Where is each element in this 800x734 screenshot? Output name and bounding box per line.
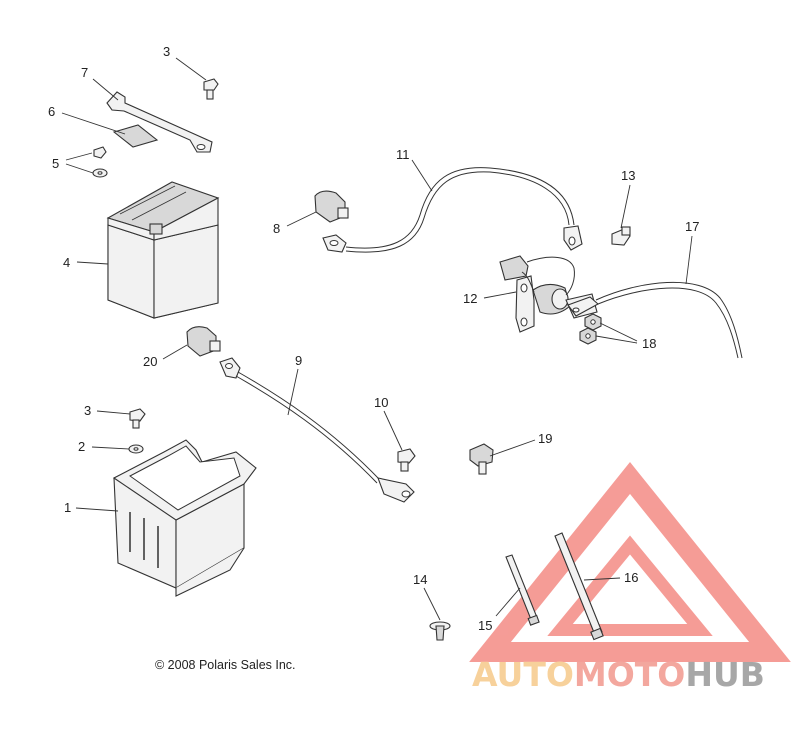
callout-15: 15 (478, 618, 492, 633)
bolt-lower (129, 408, 146, 429)
cable-clip (469, 443, 494, 475)
terminal-nuts (579, 313, 602, 345)
ground-bolt (397, 448, 416, 472)
leader-lines (61, 57, 693, 621)
callout-20: 20 (143, 354, 157, 369)
battery (106, 181, 220, 319)
terminal-boot-negative (186, 326, 221, 357)
callout-18: 18 (642, 336, 656, 351)
callout-6: 6 (48, 104, 55, 119)
battery-pad (112, 124, 159, 148)
callout-3-lower: 3 (84, 403, 91, 418)
starter-solenoid (499, 255, 598, 333)
positive-cable (322, 167, 583, 253)
callout-19: 19 (538, 431, 552, 446)
callout-7: 7 (81, 65, 88, 80)
callout-10: 10 (374, 395, 388, 410)
callout-9: 9 (295, 353, 302, 368)
callout-14: 14 (413, 572, 427, 587)
callout-16: 16 (624, 570, 638, 585)
cable-tie-short (505, 554, 540, 626)
callout-12: 12 (463, 291, 477, 306)
hold-down-bracket (106, 91, 213, 153)
callout-1: 1 (64, 500, 71, 515)
copyright-notice: © 2008 Polaris Sales Inc. (155, 658, 296, 672)
callout-13: 13 (621, 168, 635, 183)
callout-2: 2 (78, 439, 85, 454)
terminal-screw-washer (92, 146, 108, 178)
negative-cable (219, 357, 415, 503)
callout-8: 8 (273, 221, 280, 236)
starter-cable (567, 281, 743, 359)
callout-17: 17 (685, 219, 699, 234)
solenoid-bolt (611, 226, 631, 246)
callout-labels: 3 7 6 5 4 8 11 13 17 12 18 20 9 10 19 3 … (48, 44, 699, 633)
push-rivet (429, 621, 451, 641)
callout-5: 5 (52, 156, 59, 171)
callout-4: 4 (63, 255, 70, 270)
watermark-logo: AUTOMOTOHUB (469, 462, 791, 694)
svg-text:AUTOMOTOHUB: AUTOMOTOHUB (472, 655, 765, 694)
callout-3-top: 3 (163, 44, 170, 59)
battery-box (112, 439, 257, 597)
callout-11: 11 (396, 147, 410, 162)
washer (128, 444, 144, 454)
bolt-top (203, 78, 219, 100)
terminal-boot-positive (314, 190, 349, 223)
cable-tie-long (554, 532, 604, 641)
